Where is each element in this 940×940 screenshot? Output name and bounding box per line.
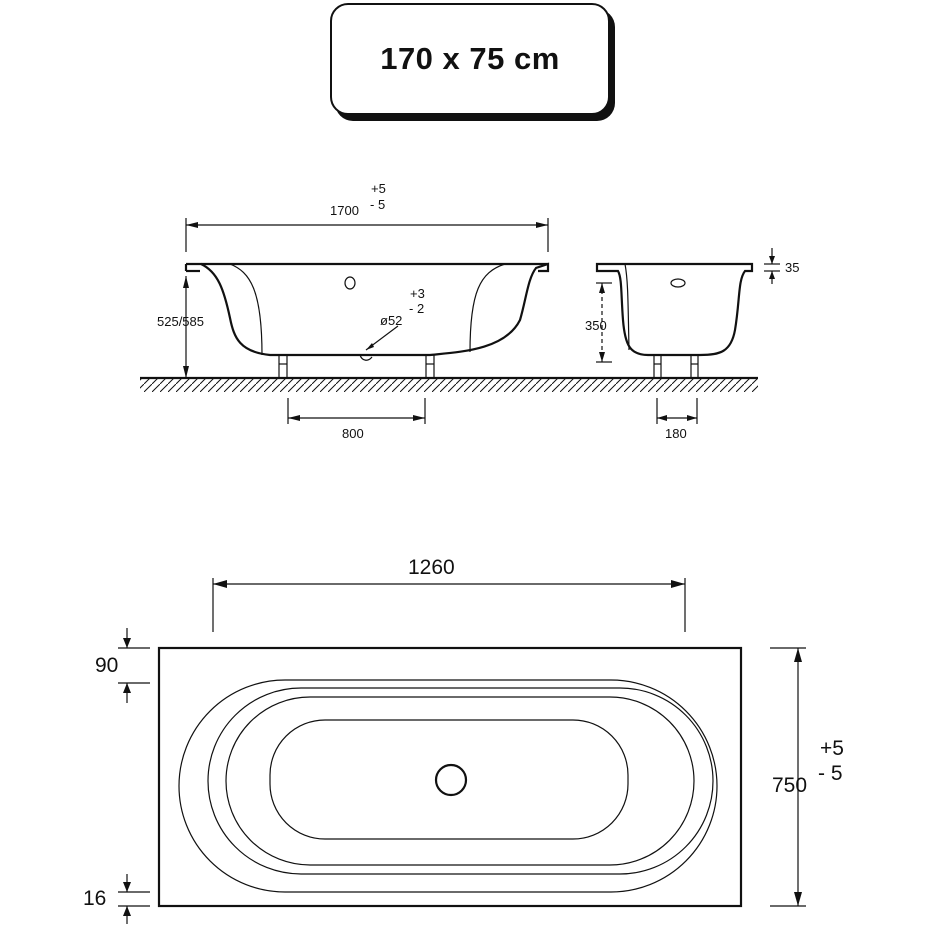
end-overflow-hole — [670, 278, 686, 288]
leg-right — [425, 354, 435, 379]
drain-tol-minus: - 2 — [409, 301, 424, 316]
width-label: 750 — [772, 774, 807, 797]
end-leg-right — [690, 354, 699, 379]
side-view: 1700 +5 - 5 525/585 ø52 +3 - 2 800 — [140, 181, 758, 441]
top-outer-rim — [157, 646, 743, 908]
drain — [359, 354, 373, 361]
tub-side-outline — [186, 262, 550, 357]
end-leg-left — [653, 354, 662, 379]
floor-hatch — [140, 378, 758, 392]
height-label: 525/585 — [157, 314, 204, 329]
end-leg-spacing-label: 180 — [665, 426, 687, 441]
end-inner-wall — [624, 263, 630, 351]
top-drain — [434, 763, 468, 797]
top-bowl-floor — [269, 719, 629, 840]
length-tol-minus: - 5 — [370, 197, 385, 212]
inner-wall-left — [229, 263, 263, 356]
end-view: 35 350 180 — [585, 248, 799, 441]
size-title: 170 x 75 cm — [380, 41, 560, 76]
top-view: 1260 750 +5 - 5 90 16 — [83, 556, 844, 924]
rim-bottom-label: 16 — [83, 887, 106, 910]
size-badge: 170 x 75 cm — [330, 3, 610, 115]
leg-spacing-label: 800 — [342, 426, 364, 441]
drain-diameter-label: ø52 — [380, 313, 402, 328]
inner-length-label: 1260 — [408, 556, 455, 579]
length-label: 1700 — [330, 203, 359, 218]
top-bowl-outer — [207, 687, 714, 875]
length-tol-plus: +5 — [371, 181, 386, 196]
width-tol-plus: +5 — [820, 737, 844, 760]
tub-end-outline — [595, 262, 754, 357]
top-bowl-mid — [225, 696, 695, 866]
width-tol-minus: - 5 — [818, 762, 843, 785]
overflow-hole — [344, 276, 356, 290]
leg-left — [278, 354, 288, 379]
inner-wall-right — [469, 263, 506, 353]
drain-tol-plus: +3 — [410, 286, 425, 301]
rim-top-label: 90 — [95, 654, 118, 677]
rim-label: 35 — [785, 260, 799, 275]
top-rim-edge — [178, 679, 718, 893]
depth-label: 350 — [585, 318, 607, 333]
